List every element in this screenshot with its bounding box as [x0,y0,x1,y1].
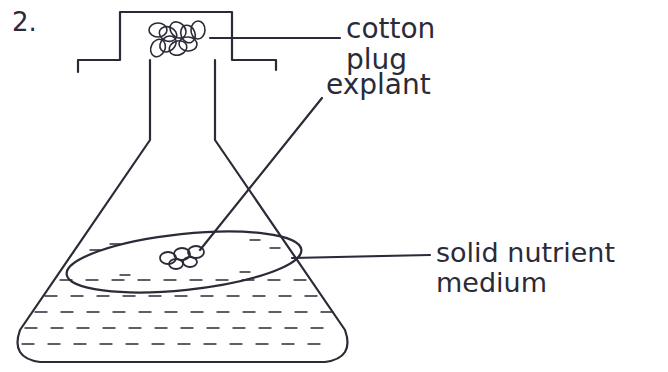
hatch-stroke [240,271,250,272]
hatch-stroke [87,311,99,312]
hatch-stroke [311,327,323,328]
hatch-stroke [308,343,320,344]
medium-hatching [22,240,333,344]
hatch-stroke [268,279,280,280]
hatch-stroke [204,343,216,344]
flask-body [18,60,348,362]
hatch-stroke [126,343,138,344]
hatch-stroke [175,295,187,296]
hatch-stroke [110,243,120,244]
hatch-stroke [191,311,203,312]
part-label: solid nutrient medium [436,238,662,297]
hatch-stroke [285,327,297,328]
hatch-stroke [74,343,86,344]
hatch-stroke [22,343,34,344]
hatch-stroke [129,327,141,328]
hatch-stroke [217,311,229,312]
hatch-stroke [294,279,306,280]
hatch-stroke [155,327,167,328]
hatch-stroke [227,295,239,296]
hatch-stroke [253,295,265,296]
hatch-stroke [165,311,177,312]
plug-scribble [167,19,190,42]
hatch-stroke [113,311,125,312]
hatch-stroke [269,311,281,312]
hatch-stroke [295,311,307,312]
hatch-stroke [250,239,260,240]
hatch-stroke [270,247,280,248]
part-label: cotton plug [346,14,466,76]
hatch-stroke [178,343,190,344]
hatch-stroke [90,249,100,250]
leader-line [292,255,430,258]
hatch-stroke [242,279,254,280]
leader-line [200,98,322,250]
plug-scribble [149,23,167,37]
hatch-stroke [201,295,213,296]
hatch-stroke [230,343,242,344]
hatch-stroke [51,327,63,328]
hatch-stroke [77,327,89,328]
hatch-stroke [152,343,164,344]
hatch-stroke [138,279,150,280]
cotton-plug [148,19,205,59]
hatch-stroke [164,279,176,280]
hatch-stroke [321,311,333,312]
hatch-stroke [190,279,202,280]
hatch-stroke [120,274,130,275]
hatch-stroke [71,295,83,296]
hatch-stroke [103,327,115,328]
hatch-stroke [139,311,151,312]
hatch-stroke [305,295,317,296]
hatch-stroke [149,295,161,296]
hatch-stroke [181,327,193,328]
hatch-stroke [86,279,98,280]
hatch-stroke [233,327,245,328]
hatch-stroke [216,279,228,280]
flask-cap [78,12,276,72]
hatch-stroke [100,343,112,344]
hatch-stroke [35,311,47,312]
hatch-stroke [123,295,135,296]
hatch-stroke [256,343,268,344]
hatch-stroke [279,295,291,296]
hatch-stroke [243,311,255,312]
hatch-stroke [45,295,57,296]
hatch-stroke [97,295,109,296]
part-label: explant [326,70,486,101]
plug-scribble [179,36,198,51]
hatch-stroke [60,279,72,280]
plug-scribble [157,33,180,55]
explant-tissue [160,246,204,269]
figure-number: 2. [12,8,72,37]
medium-surface [64,222,305,302]
leader-line [210,37,340,39]
plug-scribble [191,21,206,39]
hatch-stroke [282,343,294,344]
hatch-stroke [48,343,60,344]
plug-scribble [148,37,168,59]
hatch-stroke [25,327,37,328]
hatch-stroke [207,327,219,328]
plug-scribble [167,38,189,57]
hatch-stroke [61,311,73,312]
hatch-stroke [112,279,124,280]
hatch-stroke [259,327,271,328]
